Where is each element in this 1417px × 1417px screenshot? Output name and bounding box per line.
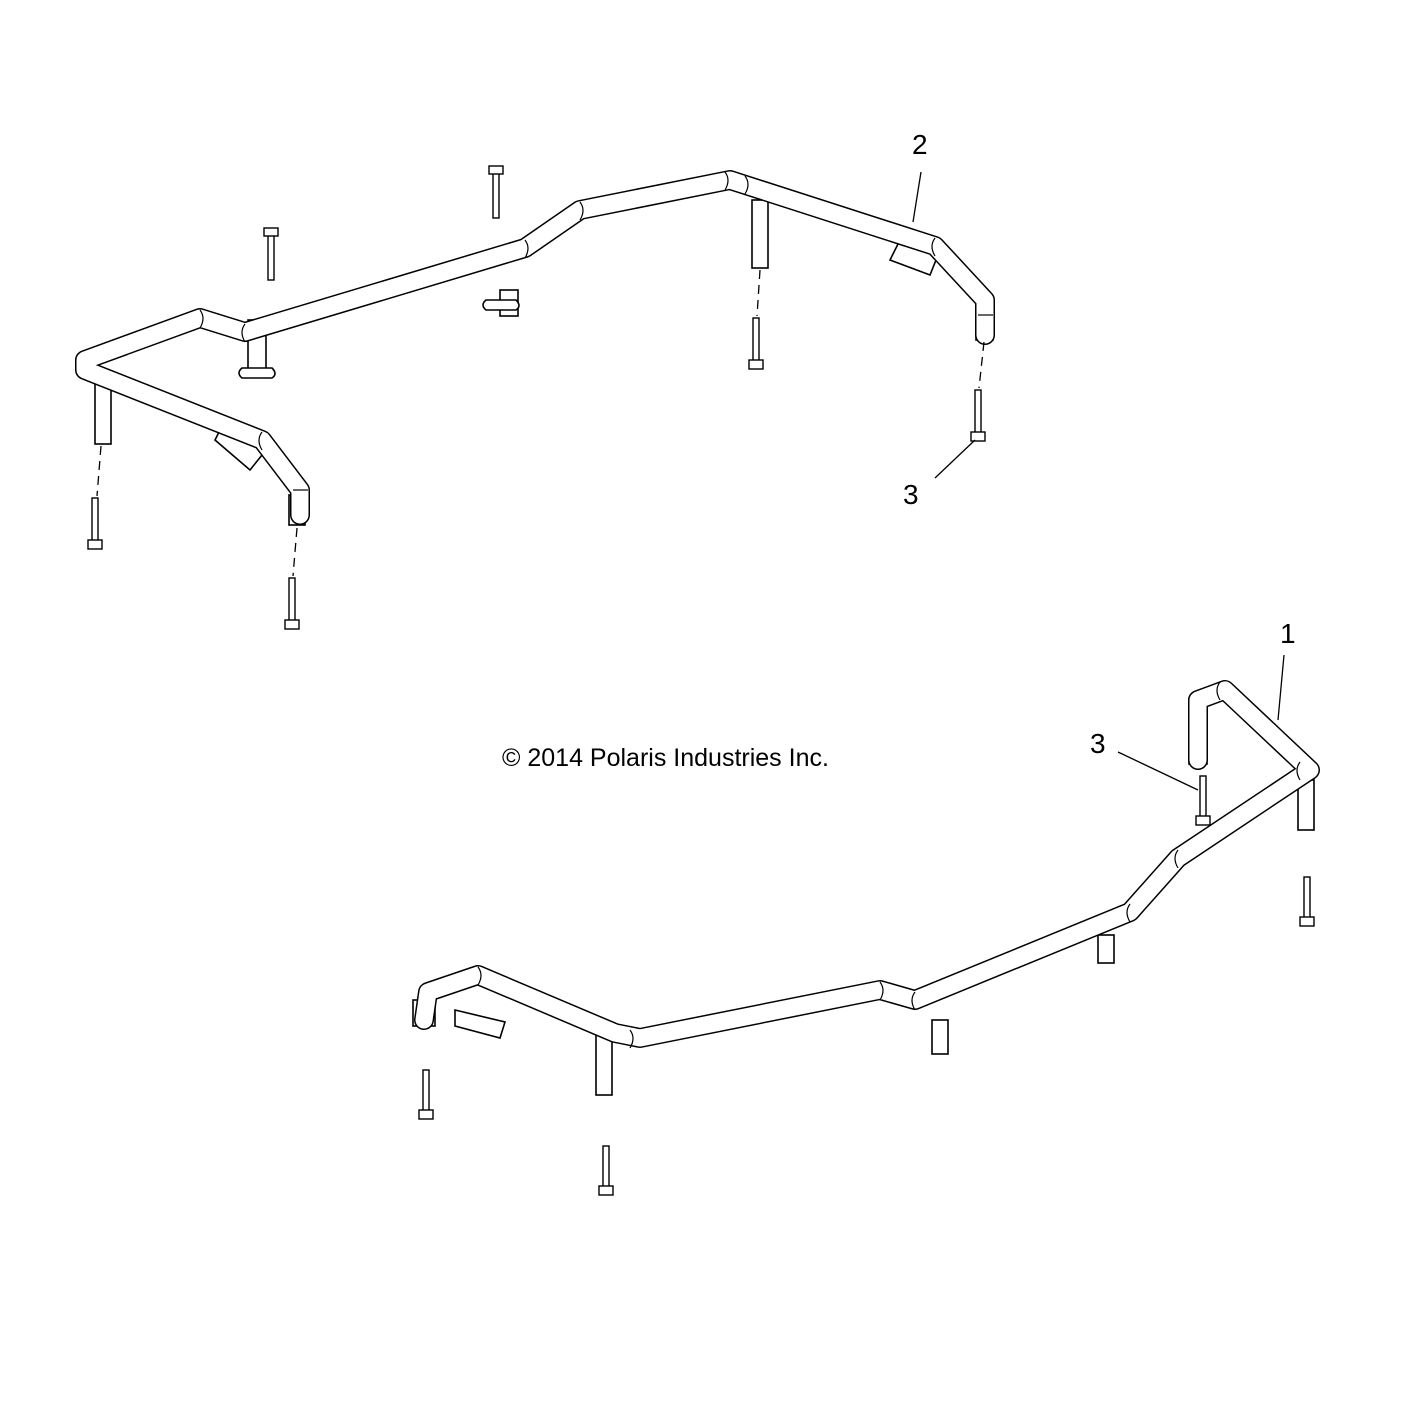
lower-bolts xyxy=(418,775,1315,1196)
leader-1 xyxy=(1277,654,1285,721)
bolt-icon xyxy=(1195,775,1211,826)
callout-3a: 3 xyxy=(903,479,919,510)
upper-bolts xyxy=(87,165,986,630)
bolt-icon xyxy=(87,497,103,550)
lower-rail-assembly xyxy=(412,680,1320,1096)
bolt-icon xyxy=(748,317,764,370)
leader-3a xyxy=(934,439,976,479)
bolt-icon xyxy=(418,1069,434,1120)
callout-3b: 3 xyxy=(1090,728,1106,759)
bolt-icon xyxy=(598,1145,614,1196)
bolt-icon xyxy=(263,227,279,281)
upper-rail-assembly xyxy=(75,170,995,526)
bolt-icon xyxy=(970,389,986,442)
leader-3b xyxy=(1117,751,1199,791)
bolt-icon xyxy=(488,165,504,219)
copyright-notice: © 2014 Polaris Industries Inc. xyxy=(502,744,829,772)
leader-2 xyxy=(912,171,922,223)
callout-1: 1 xyxy=(1280,618,1296,649)
bolt-icon xyxy=(284,577,300,630)
bolt-icon xyxy=(1299,876,1315,927)
upper-leg-5 xyxy=(751,199,769,269)
callout-2: 2 xyxy=(912,129,928,160)
